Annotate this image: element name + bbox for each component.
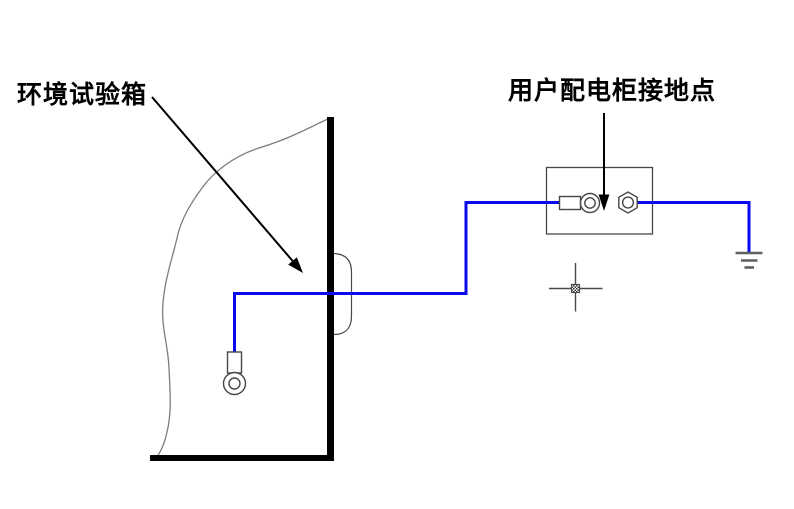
ground-point-leader-arrowhead-icon: [598, 194, 610, 211]
chamber-wall-bottom: [150, 455, 334, 461]
chamber-leader-arrow: [151, 96, 303, 273]
chamber-wall: [150, 117, 334, 461]
earth-ground-icon: [735, 251, 763, 269]
crosshair-pickbox: [570, 283, 581, 294]
ring-terminal-hole: [584, 197, 596, 209]
chamber-ring-terminal-hole: [228, 377, 241, 390]
ground-point-leader-arrow: [598, 113, 610, 211]
chamber-ring-terminal-tail: [226, 351, 243, 374]
ground-point-label: 用户配电柜接地点: [508, 77, 717, 105]
ground-wire-chamber-segment: [233, 201, 561, 355]
chamber-leader-arrowhead-icon: [288, 257, 303, 273]
chamber-label: 环境试验箱: [17, 81, 148, 109]
chamber-leader-line: [151, 96, 294, 262]
chamber-ring-terminal-icon: [222, 351, 247, 396]
ring-terminal-icon: [558, 192, 601, 214]
chamber-wall-vertical: [327, 117, 334, 461]
chamber-outline-sketch: [156, 118, 329, 458]
ring-terminal-tail: [558, 195, 582, 211]
hex-nut-icon: [618, 191, 638, 214]
crosshair-cursor-icon: [549, 263, 603, 312]
hex-nut-hole: [621, 196, 635, 209]
ground-wire-earth-segment: [637, 201, 751, 254]
ground-wire: [233, 201, 751, 355]
